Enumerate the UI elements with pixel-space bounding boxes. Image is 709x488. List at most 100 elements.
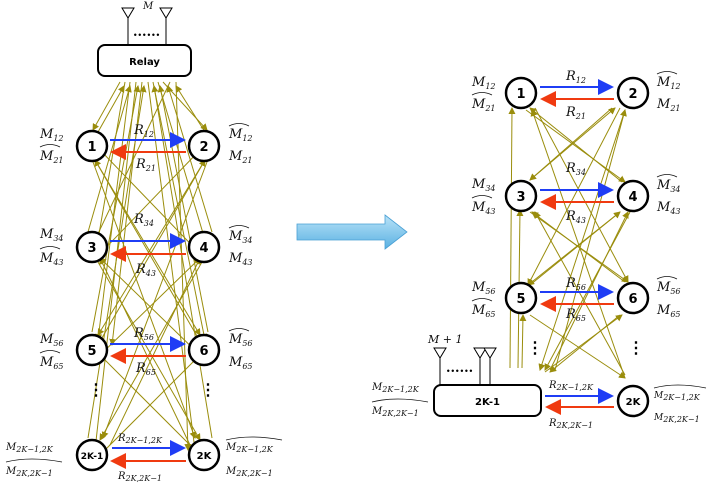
right-links	[508, 107, 631, 379]
node-3	[75, 230, 109, 264]
svg-text:3: 3	[87, 241, 96, 256]
svg-text:M56: M56	[228, 332, 253, 348]
svg-text:......: ......	[133, 25, 160, 40]
svg-text:M34: M34	[471, 177, 496, 193]
left-message-labels: M12 M21 M12 M21 M34 M43 M34 M43 M56 M65 …	[5, 123, 283, 478]
right-rate-arrows	[540, 79, 614, 415]
node-1	[75, 129, 109, 163]
node-2	[616, 76, 650, 110]
svg-text:M56: M56	[471, 280, 496, 296]
svg-text:M2K−1,2K: M2K−1,2K	[5, 442, 54, 454]
svg-text:R12: R12	[565, 69, 586, 85]
antenna-icon	[433, 347, 447, 359]
left-rate-arrows	[110, 132, 186, 469]
svg-text:M56: M56	[39, 332, 64, 348]
svg-text:M65: M65	[228, 355, 253, 371]
svg-text:R21: R21	[135, 157, 156, 173]
svg-text:4: 4	[628, 190, 637, 205]
node-3	[504, 179, 538, 213]
svg-text:6: 6	[199, 344, 208, 359]
svg-text:M12: M12	[39, 127, 64, 143]
svg-text:R2K−1,2K: R2K−1,2K	[117, 433, 163, 445]
transform-arrow-icon	[296, 214, 408, 250]
svg-text:R43: R43	[565, 209, 586, 225]
svg-text:M56: M56	[656, 280, 681, 296]
relay-antenna-array: ...... M + 1	[427, 333, 497, 385]
svg-text:4: 4	[199, 241, 208, 256]
relay-box	[97, 44, 192, 77]
svg-text:M21: M21	[228, 149, 253, 165]
svg-text:2K: 2K	[626, 397, 642, 408]
antenna-icon	[121, 7, 135, 19]
svg-text:R12: R12	[133, 123, 154, 139]
right-nodes: 1 2 3 4 5 6 2K	[504, 76, 650, 418]
svg-text:......: ......	[446, 361, 473, 376]
svg-text:M65: M65	[471, 303, 496, 319]
svg-text:2: 2	[199, 140, 208, 155]
svg-text:R56: R56	[133, 326, 154, 342]
node-5	[504, 281, 538, 315]
svg-text:R65: R65	[565, 307, 586, 323]
antenna-icon	[483, 347, 497, 359]
svg-text:M2K,2K−1: M2K,2K−1	[225, 466, 273, 478]
node-4	[187, 230, 221, 264]
relay-label: Relay	[129, 57, 160, 68]
svg-text:M34: M34	[656, 178, 681, 194]
svg-text:R34: R34	[565, 161, 586, 177]
svg-text:2K: 2K	[197, 451, 213, 462]
node-2k	[616, 384, 650, 418]
svg-text:M21: M21	[656, 97, 681, 113]
ellipsis-vertical-right: ⋮	[200, 380, 216, 399]
relay-antenna-array: ...... M	[121, 1, 173, 44]
ellipsis-vertical-left: ⋮	[527, 338, 543, 357]
svg-text:R2K,2K−1: R2K,2K−1	[548, 418, 593, 430]
svg-text:R65: R65	[135, 361, 156, 377]
svg-text:M21: M21	[471, 97, 496, 113]
node-4	[616, 179, 650, 213]
svg-text:M12: M12	[656, 75, 681, 91]
node-2	[187, 129, 221, 163]
svg-text:5: 5	[516, 292, 525, 307]
svg-text:M43: M43	[228, 251, 253, 267]
left-rate-labels: R12 R21 R34 R43 R56 R65 R2K−1,2K R2K,2K−…	[117, 123, 163, 483]
svg-text:M21: M21	[39, 149, 64, 165]
svg-text:M2K,2K−1: M2K,2K−1	[653, 413, 700, 424]
node-2k-minus-1	[75, 438, 109, 472]
svg-text:M2K−1,2K: M2K−1,2K	[225, 442, 274, 454]
right-message-labels: M12 M21 M12 M21 M34 M43 M34 M43 M56 M65 …	[371, 71, 707, 424]
node-1	[504, 76, 538, 110]
node-6	[616, 281, 650, 315]
relay-node-label: 2K-1	[475, 397, 500, 408]
svg-text:M43: M43	[656, 200, 681, 216]
antenna-count-label: M + 1	[427, 333, 462, 346]
svg-text:1: 1	[87, 140, 96, 155]
svg-text:M2K−1,2K: M2K−1,2K	[371, 382, 420, 394]
left-nodes: 1 2 3 4 5 6 2K-1 2K	[75, 129, 221, 472]
svg-text:M34: M34	[228, 229, 253, 245]
svg-text:M2K,2K−1: M2K,2K−1	[371, 406, 419, 418]
svg-text:6: 6	[628, 292, 637, 307]
node-6	[187, 333, 221, 367]
svg-text:R34: R34	[133, 212, 154, 228]
svg-text:2K-1: 2K-1	[81, 452, 103, 462]
node-5	[75, 333, 109, 367]
svg-text:M43: M43	[39, 251, 64, 267]
svg-text:1: 1	[516, 87, 525, 102]
svg-text:M12: M12	[228, 127, 253, 143]
svg-text:M34: M34	[39, 227, 64, 243]
svg-text:M12: M12	[471, 75, 496, 91]
svg-text:2: 2	[628, 87, 637, 102]
right-rate-labels: R12 R21 R34 R43 R56 R65 R2K−1,2K R2K,2K−…	[548, 69, 594, 430]
svg-text:M65: M65	[39, 355, 64, 371]
svg-text:M2K−1,2K: M2K−1,2K	[653, 391, 701, 402]
svg-text:M65: M65	[656, 303, 681, 319]
relay-antenna-count: M	[142, 1, 154, 12]
svg-text:M43: M43	[471, 200, 496, 216]
relay-node-box	[433, 384, 542, 417]
ellipsis-vertical-right: ⋮	[628, 338, 644, 357]
svg-text:R2K−1,2K: R2K−1,2K	[548, 380, 594, 392]
svg-text:R21: R21	[565, 105, 586, 121]
svg-text:R56: R56	[565, 276, 586, 292]
antenna-icon	[159, 7, 173, 19]
